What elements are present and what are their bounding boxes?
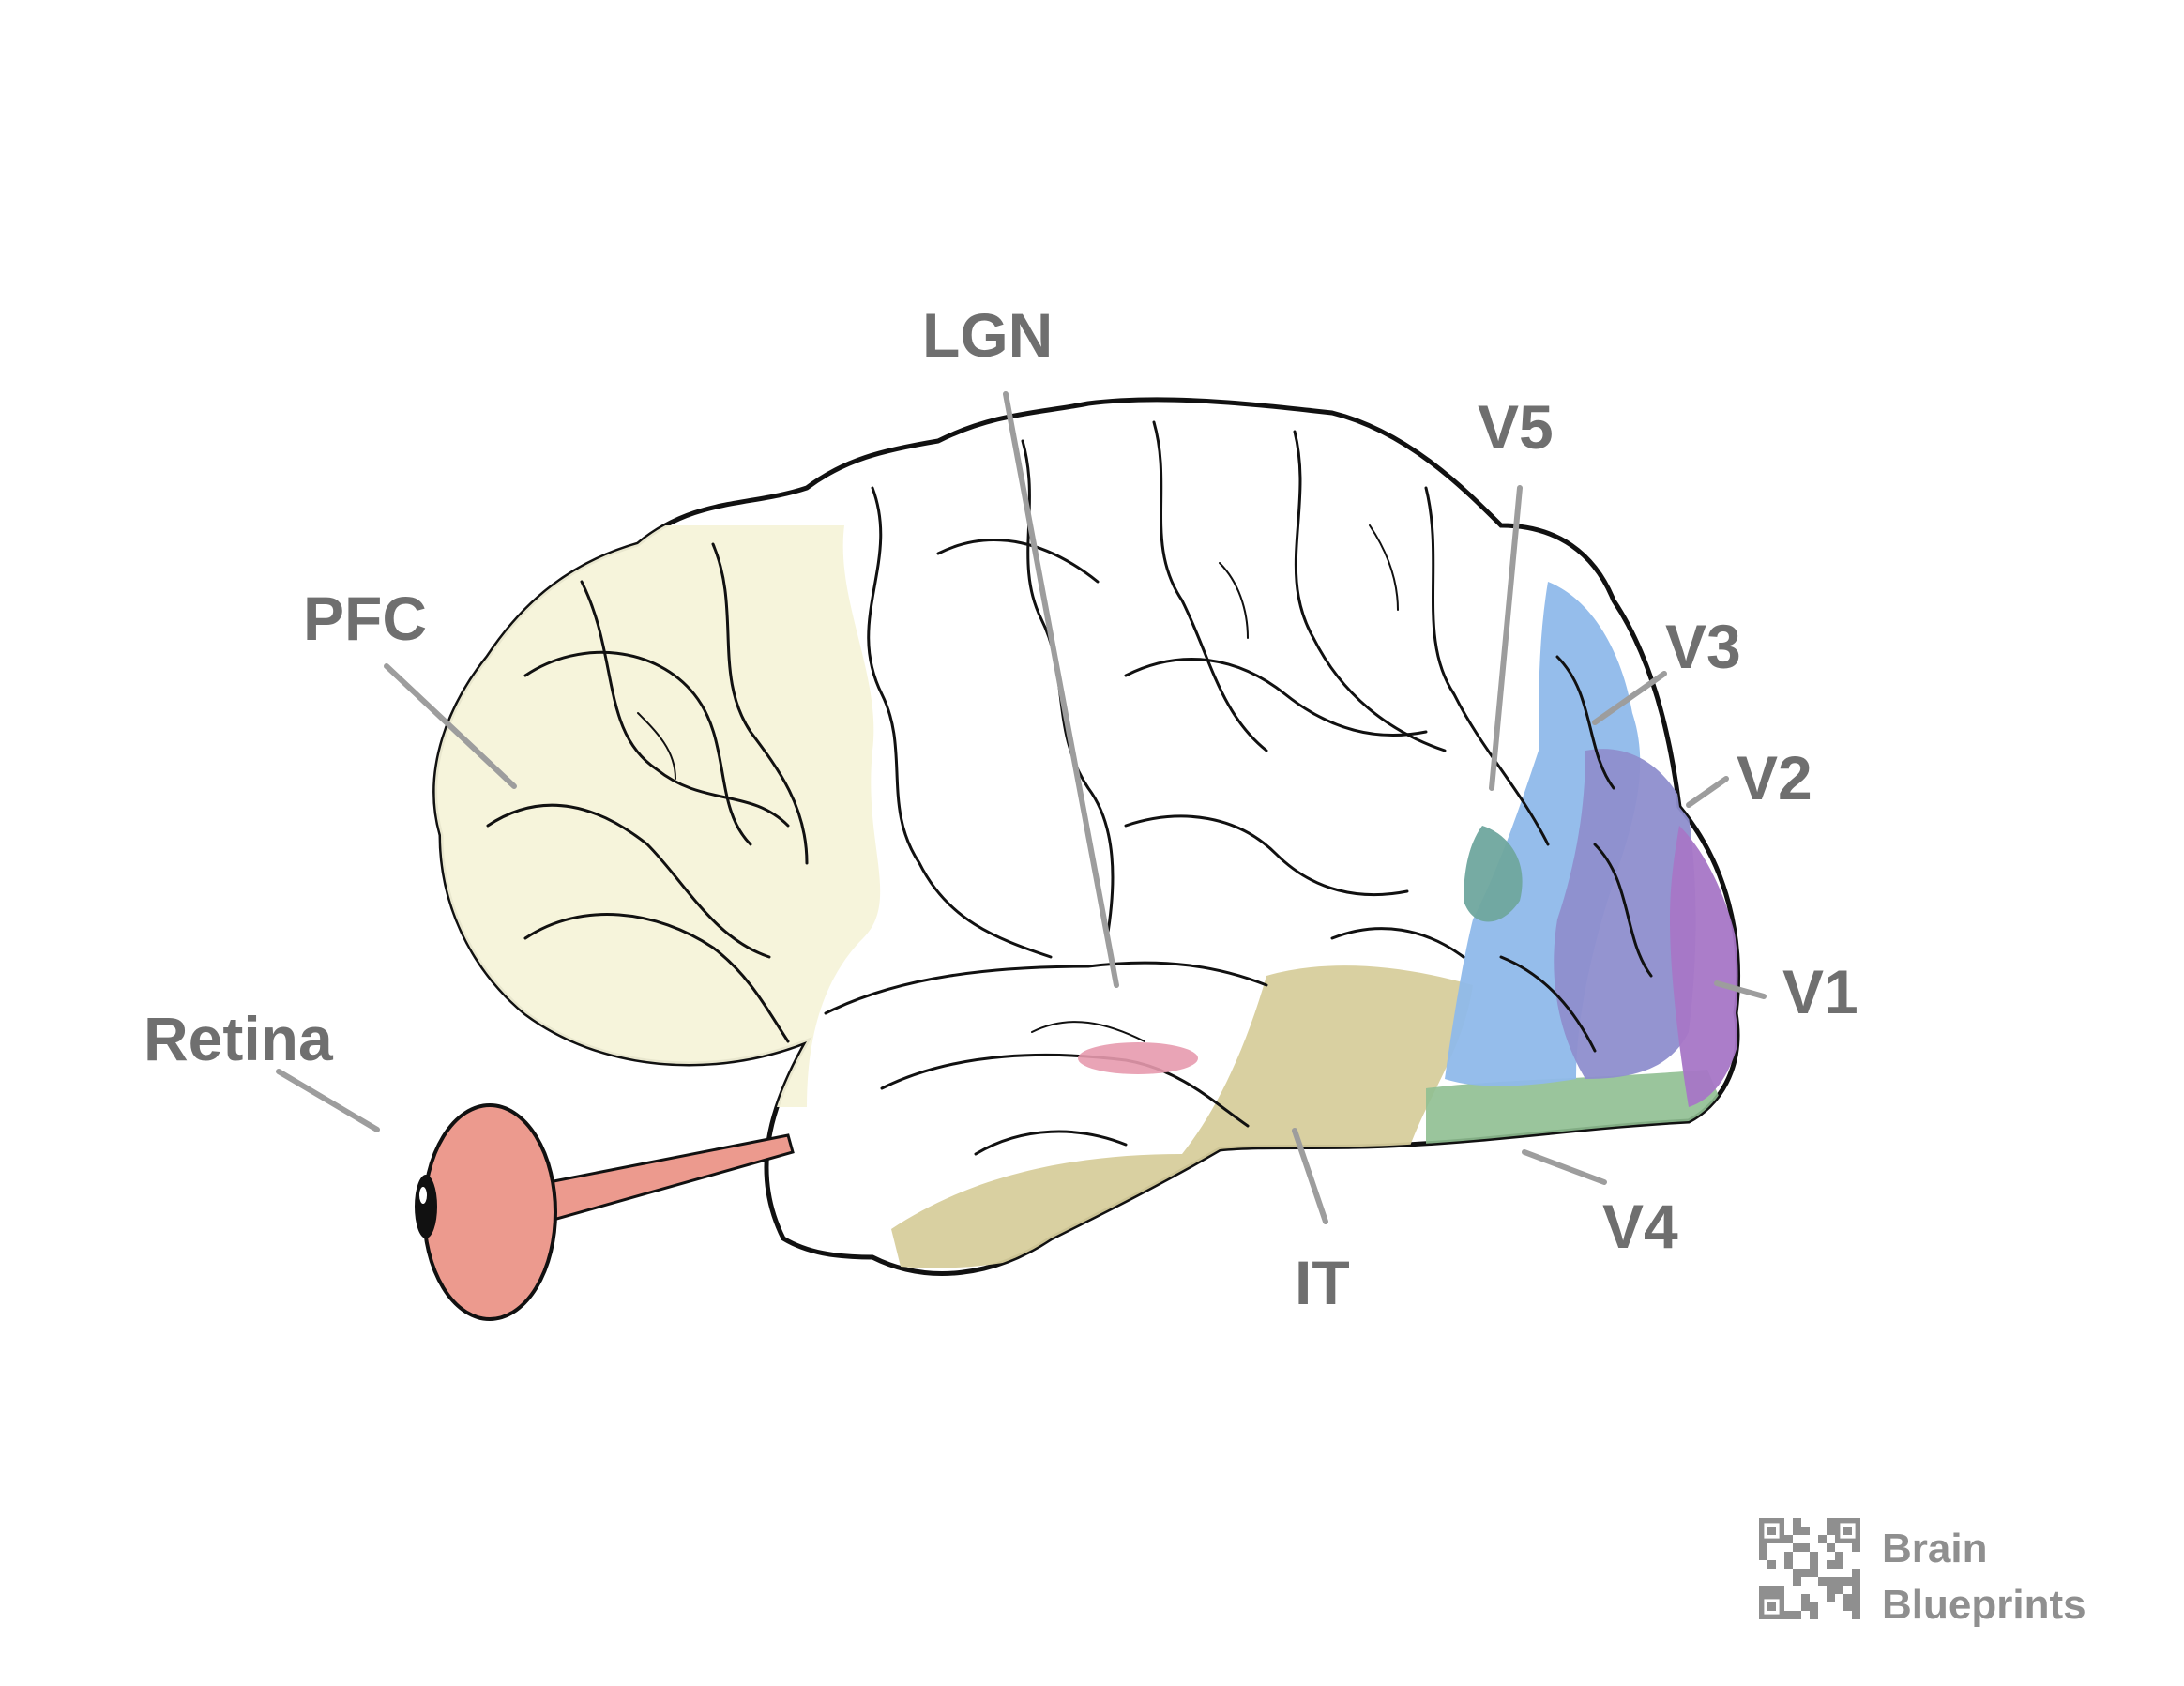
label-pfc: PFC (303, 584, 427, 653)
v2-region (1554, 749, 1696, 1079)
it-leader (1292, 1128, 1328, 1224)
v4-leader (1522, 1149, 1607, 1185)
qr-code-icon (1759, 1518, 1860, 1619)
label-it: IT (1295, 1248, 1350, 1317)
brand-line1: Brain (1882, 1526, 1987, 1572)
v1-leader (1714, 980, 1767, 999)
label-lgn: LGN (922, 300, 1053, 370)
v1-region (1670, 826, 1738, 1107)
pfc-leader (384, 663, 517, 789)
pupil-highlight (419, 1187, 427, 1204)
label-retina: Retina (144, 1004, 334, 1073)
label-v1: V1 (1782, 957, 1858, 1026)
retina-leader (276, 1069, 380, 1132)
it-region (891, 965, 1473, 1268)
pfc-region (434, 525, 881, 1107)
lgn-leader (1003, 391, 1119, 988)
lgn-region (1078, 1042, 1198, 1074)
label-v4: V4 (1602, 1192, 1678, 1261)
v5-region (1464, 826, 1523, 922)
retina-eyeball (422, 1103, 557, 1321)
label-v3: V3 (1665, 612, 1741, 681)
optic-nerve (547, 1133, 795, 1222)
v5-leader (1489, 485, 1523, 791)
brand-line2: Blueprints (1882, 1582, 2086, 1628)
label-v2: V2 (1737, 743, 1812, 813)
v2-leader (1686, 776, 1729, 808)
pupil-icon (415, 1175, 437, 1238)
v3-leader (1592, 671, 1667, 725)
label-v5: V5 (1478, 392, 1554, 462)
